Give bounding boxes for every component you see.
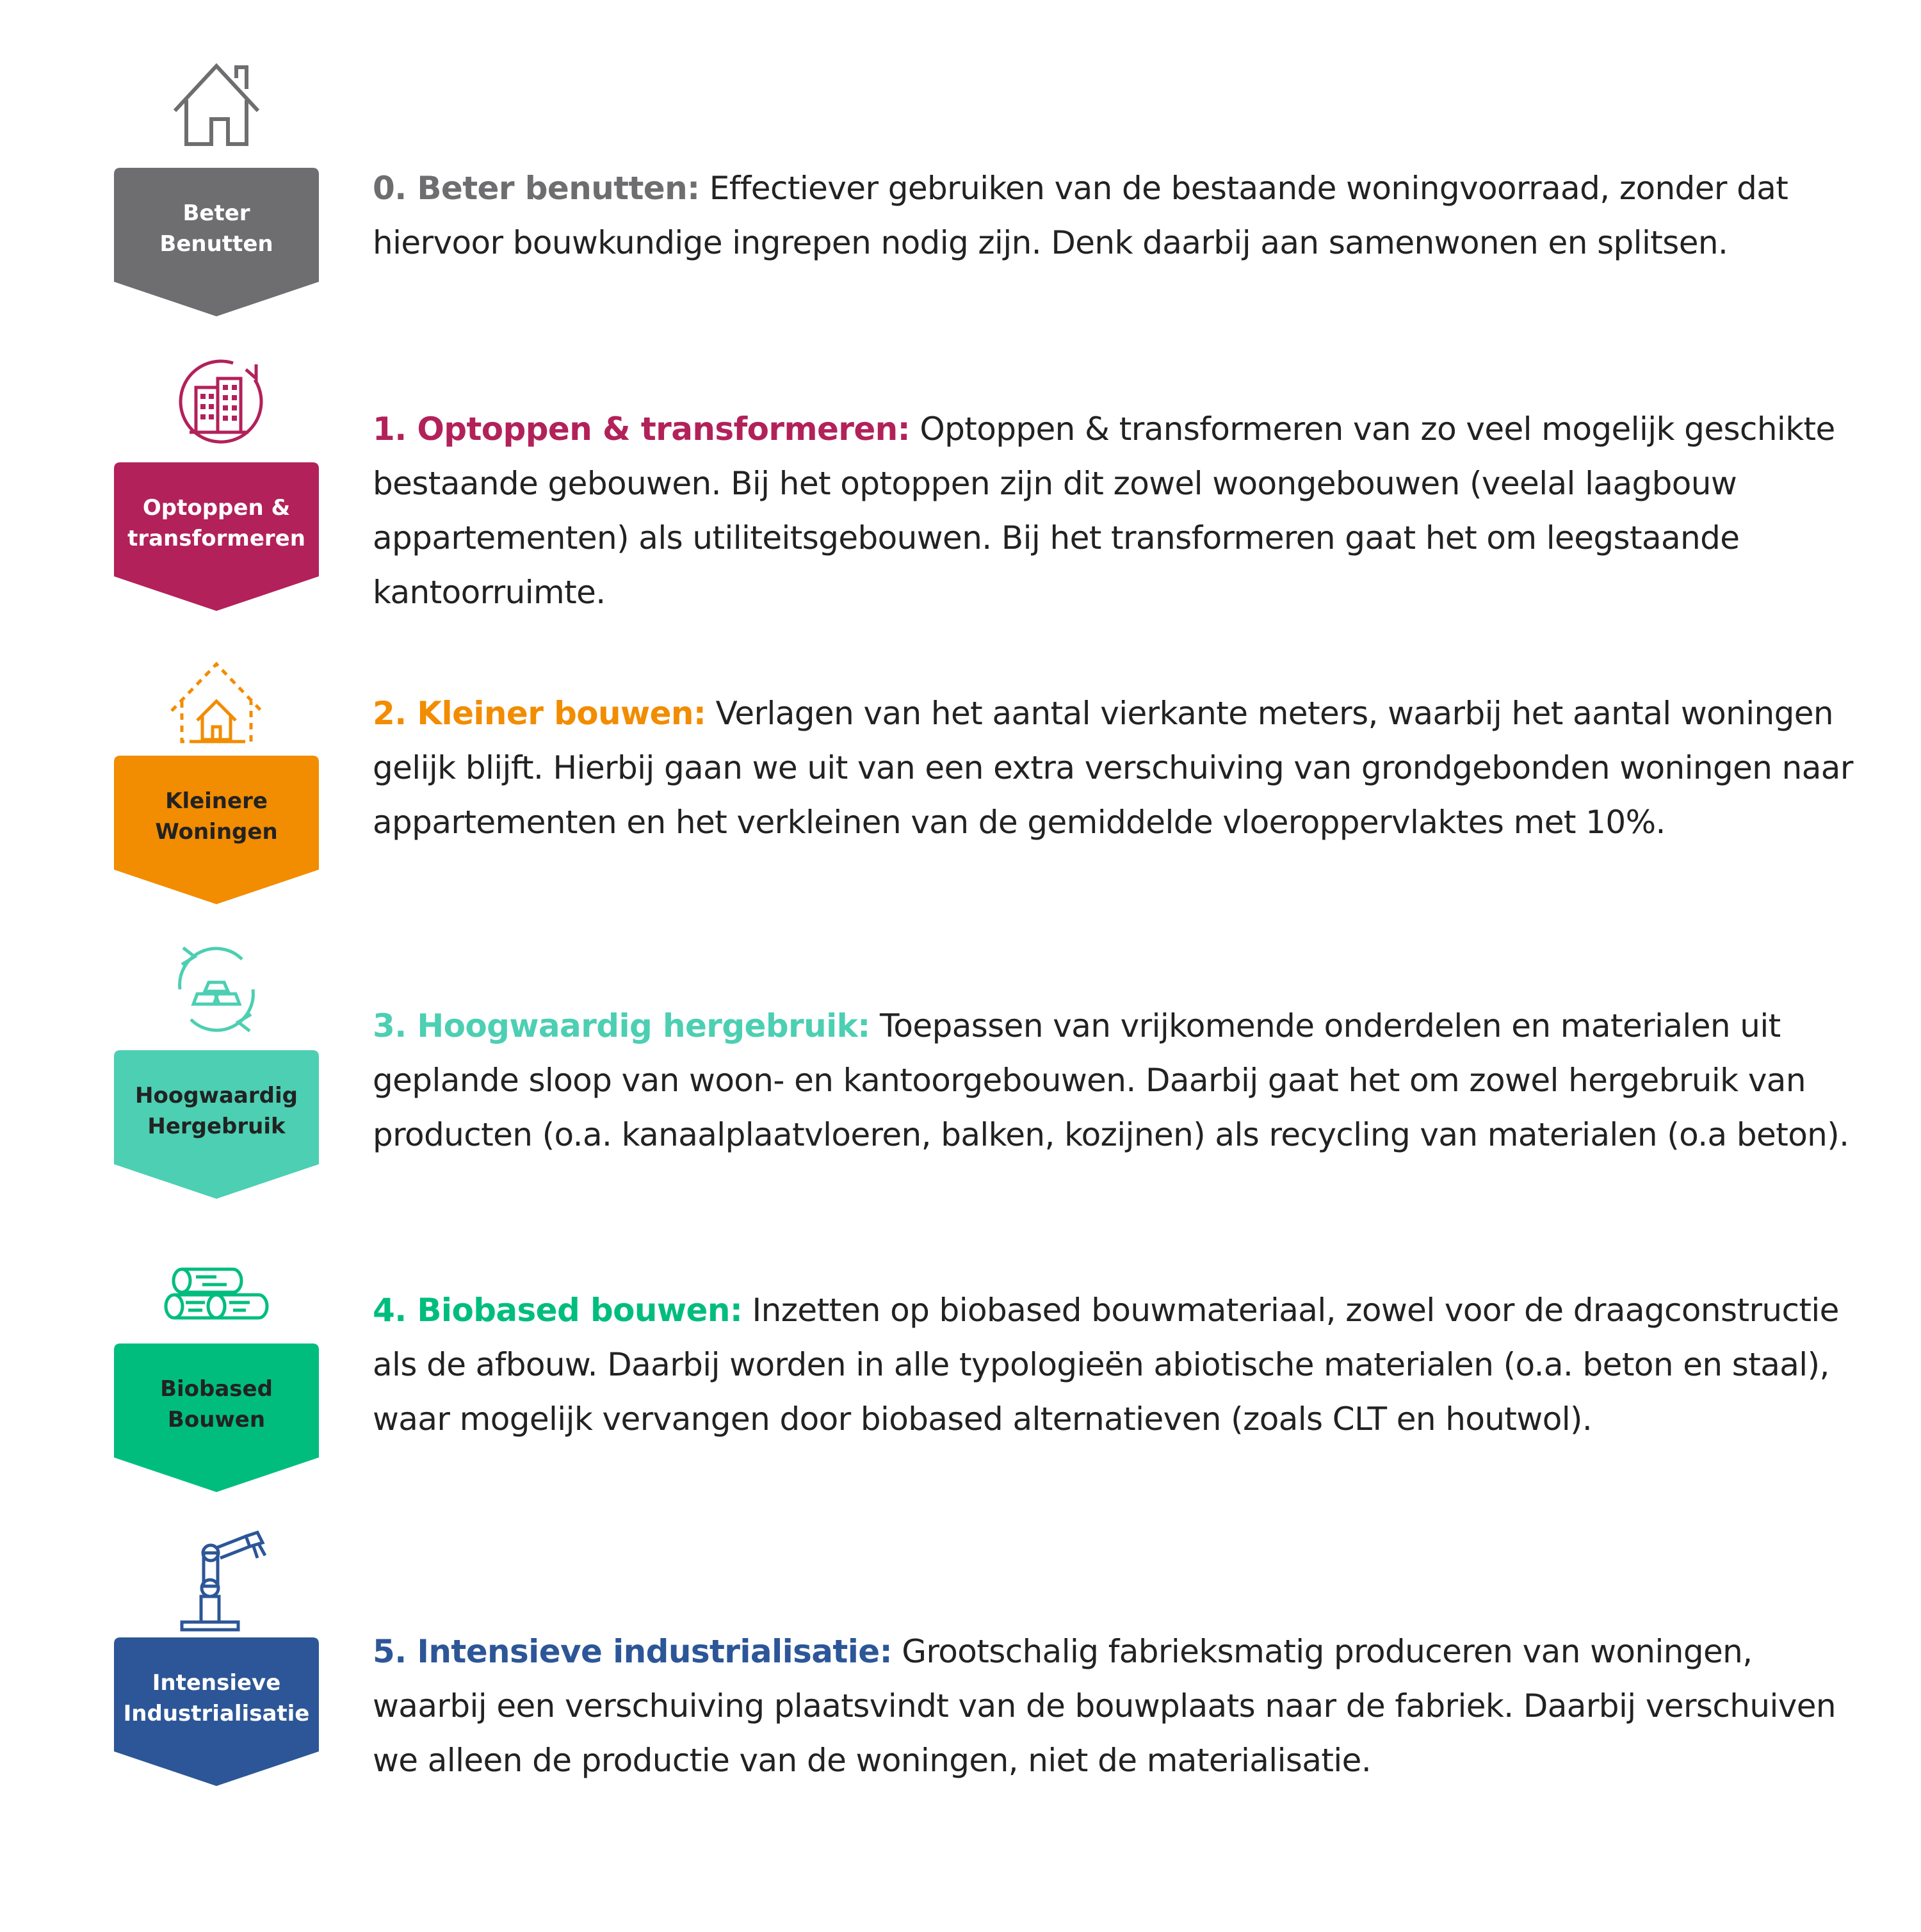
house-icon xyxy=(120,56,312,165)
step-description: 0. Beter benutten: Effectiever gebruiken… xyxy=(373,161,1871,270)
robot-arm-icon xyxy=(120,1527,312,1636)
badge-optoppen-transformeren: Optoppen & transformeren xyxy=(114,462,319,611)
step-description: 4. Biobased bouwen: Inzetten op biobased… xyxy=(373,1283,1871,1447)
badge-beter-benutten: Beter Benutten xyxy=(114,168,319,316)
badge-label-line: Bouwen xyxy=(167,1407,266,1433)
step-text: Verlagen van het aantal vierkante meters… xyxy=(373,695,1853,841)
badge-biobased-bouwen: Biobased Bouwen xyxy=(114,1343,319,1492)
badge-label-line: Biobased xyxy=(160,1376,273,1402)
step-description: 2. Kleiner bouwen: Verlagen van het aant… xyxy=(373,686,1871,850)
step-title: 5. Intensieve industrialisatie: xyxy=(373,1633,893,1670)
logs-icon xyxy=(120,1255,312,1364)
step-title: 0. Beter benutten: xyxy=(373,170,700,207)
step-title: 2. Kleiner bouwen: xyxy=(373,695,706,732)
building-transform-icon xyxy=(120,349,312,458)
step-text: Effectiever gebruiken van de bestaande w… xyxy=(373,170,1788,261)
badge-label-line: transformeren xyxy=(127,526,305,551)
small-house-icon xyxy=(120,650,312,759)
step-text: Optoppen & transformeren van zo veel mog… xyxy=(373,410,1835,611)
step-text: Inzetten op biobased bouwmateriaal, zowe… xyxy=(373,1292,1839,1438)
badge-label-line: Intensieve xyxy=(152,1670,281,1696)
badge-label-line: Kleinere xyxy=(165,788,268,814)
badge-intensieve-industrialisatie: Intensieve Industrialisatie xyxy=(114,1637,319,1786)
step-description: 5. Intensieve industrialisatie: Grootsch… xyxy=(373,1625,1871,1788)
step-description: 1. Optoppen & transformeren: Optoppen & … xyxy=(373,402,1871,620)
badge-hoogwaardig-hergebruik: Hoogwaardig Hergebruik xyxy=(114,1050,319,1199)
step-text: Grootschalig fabrieksmatig produceren va… xyxy=(373,1633,1836,1779)
step-description: 3. Hoogwaardig hergebruik: Toepassen van… xyxy=(373,999,1871,1162)
step-title: 4. Biobased bouwen: xyxy=(373,1292,743,1329)
badge-label-line: Hoogwaardig xyxy=(135,1083,298,1108)
badge-kleinere-woningen: Kleinere Woningen xyxy=(114,756,319,904)
badge-label-line: Industrialisatie xyxy=(123,1701,310,1726)
badge-label-line: Optoppen & xyxy=(142,495,291,521)
badge-label-line: Benutten xyxy=(159,231,273,257)
badge-label-line: Beter xyxy=(182,200,250,226)
badge-label-line: Woningen xyxy=(155,819,278,845)
recycle-materials-icon xyxy=(120,935,312,1044)
step-title: 3. Hoogwaardig hergebruik: xyxy=(373,1007,870,1044)
step-text: Toepassen van vrijkomende onderdelen en … xyxy=(373,1007,1849,1153)
badge-label-line: Hergebruik xyxy=(147,1114,286,1139)
step-title: 1. Optoppen & transformeren: xyxy=(373,410,911,448)
